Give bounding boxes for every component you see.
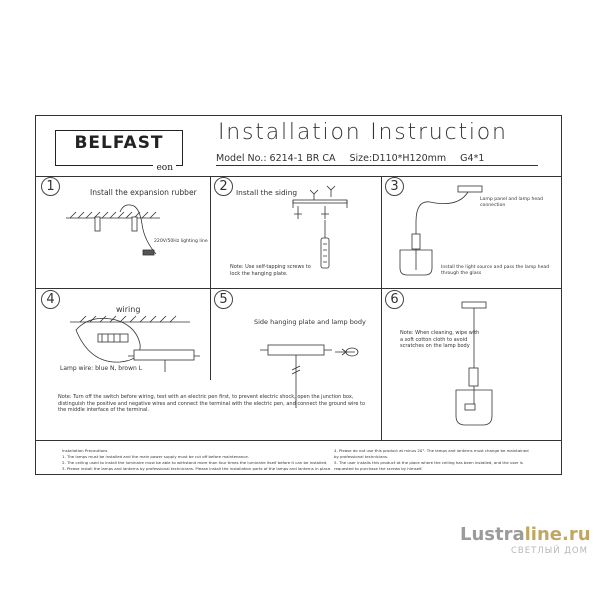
step3-pendant-diagram — [399, 185, 483, 276]
step1-caption: Install the expansion rubber — [90, 188, 197, 197]
step-number-1: 1 — [41, 177, 60, 196]
brand-logo: BELFAST eon — [55, 130, 183, 173]
step6-lamp-diagram — [455, 301, 493, 426]
logo-sub-text: eon — [153, 163, 176, 173]
divider-col2-lower — [381, 288, 382, 440]
watermark-part1: Lustra — [460, 524, 525, 545]
divider-middle — [35, 288, 562, 289]
step-number-5: 5 — [214, 290, 233, 309]
step4-caption: wiring — [116, 305, 141, 314]
step5-caption: Side hanging plate and lamp body — [254, 318, 366, 326]
step4-wiring-diagram — [70, 315, 200, 372]
step1-ceiling-diagram — [66, 204, 160, 256]
watermark-part2: line.ru — [524, 524, 591, 545]
bulb-type: G4*1 — [460, 153, 485, 164]
step2-caption: Install the siding — [236, 188, 298, 197]
step6-note: Note: When cleaning, wipe with a soft co… — [400, 330, 480, 350]
step-number-2: 2 — [214, 177, 233, 196]
precaution-1: 1. The lamps must be installed and the m… — [62, 454, 250, 459]
step5-hanging-diagram — [260, 344, 359, 408]
precaution-5: 5. The user installs this product at the… — [334, 460, 523, 465]
step2-note: Note: Use self-tapping screws to lock th… — [230, 264, 311, 277]
step4-note: Note: Turn off the switch before wiring,… — [58, 394, 366, 414]
step-number-4: 4 — [41, 290, 60, 309]
logo-brand-text: BELFAST — [74, 133, 164, 153]
step1-line-label: 220V/50Hz lighting line — [154, 239, 208, 244]
divider-col1-lower — [210, 288, 211, 380]
step2-plate-diagram — [292, 185, 348, 269]
lamp-size: Size:D110*H120mm — [349, 153, 447, 164]
precautions-title: Installation Precautions — [62, 448, 108, 453]
model-number: Model No.: 6214-1 BR CA — [216, 153, 336, 164]
divider-col1-upper — [210, 176, 211, 288]
page-title: Installation Instruction — [218, 120, 508, 145]
precaution-5b: requested to purchase the screws by hims… — [334, 466, 423, 471]
precaution-3: 3. Please install the lamps and lanterns… — [62, 466, 332, 471]
precaution-4b: by professional technicians. — [334, 454, 389, 459]
watermark-logo: Lustraline.ru СВЕТЛЫЙ ДОМ — [460, 524, 591, 556]
divider-bottom — [35, 440, 562, 441]
step-number-3: 3 — [385, 177, 404, 196]
precaution-4: 4. Please do not use this product at min… — [334, 448, 529, 453]
step4-label: Lamp wire: blue N, brown L — [60, 365, 143, 372]
step-number-6: 6 — [385, 290, 404, 309]
instruction-sheet — [35, 115, 562, 475]
watermark-sub: СВЕТЛЫЙ ДОМ — [511, 546, 588, 556]
divider-top — [35, 176, 562, 177]
step3-label-bottom: Install the light source and pass the la… — [441, 265, 550, 276]
precaution-2: 2. The ceiling used to install the lumin… — [62, 460, 328, 465]
divider-col2-upper — [381, 176, 382, 288]
model-line: Model No.: 6214-1 BR CA Size:D110*H120mm G… — [216, 153, 538, 166]
step3-label-top: Lamp panel and lamp head connection — [480, 197, 543, 208]
